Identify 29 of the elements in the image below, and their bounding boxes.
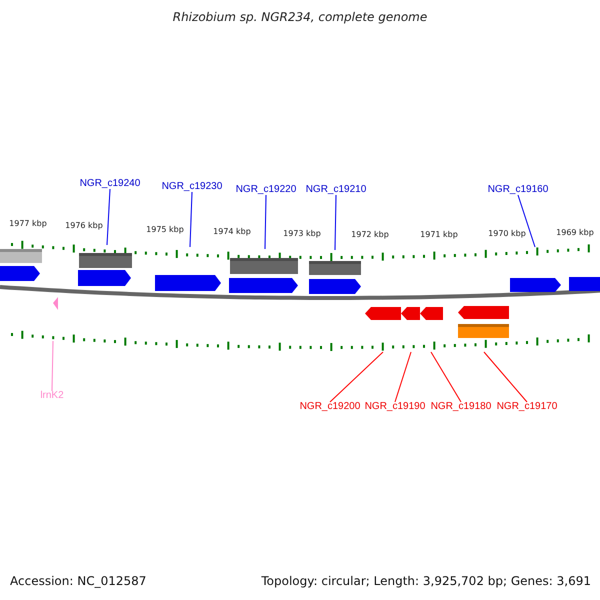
leader-line — [394, 352, 412, 402]
scale-label: 1975 kbp — [146, 226, 184, 234]
leader-line — [106, 188, 110, 246]
gene-label: NGR_c19180 — [430, 402, 492, 412]
leader-line — [430, 352, 462, 402]
gene-label: NGR_c19190 — [364, 402, 426, 412]
scale-ticks — [11, 240, 590, 261]
gene-label: NGR_c19220 — [236, 185, 296, 195]
leader-line — [52, 340, 54, 392]
gene-label: NGR_c19240 — [80, 179, 140, 189]
leader-line — [334, 194, 336, 250]
gene-label: lrnK2 — [40, 391, 64, 401]
leader-line — [518, 194, 536, 248]
leader-line — [330, 352, 384, 402]
scale-label: 1977 kbp — [9, 220, 47, 228]
gene-label: NGR_c19210 — [306, 185, 366, 195]
gene-label: NGR_c19230 — [162, 182, 222, 192]
scale-ticks — [11, 330, 590, 351]
title: Rhizobium sp. NGR234, complete genome — [172, 11, 428, 23]
gene-label: NGR_c19170 — [496, 402, 558, 412]
gene-label: NGR_c19200 — [300, 402, 360, 412]
leader-line — [264, 194, 266, 250]
footer-text: Topology: circular; Length: 3,925,702 bp; Genes: 3,691 — [261, 575, 591, 587]
gene-label: NGR_c19160 — [488, 185, 548, 195]
leader-line — [484, 352, 528, 402]
scale-label: 1976 kbp — [65, 222, 103, 230]
footer-text: Accession: NC_012587 — [10, 575, 146, 587]
leader-line — [190, 192, 192, 248]
scale-label: 1970 kbp — [488, 230, 526, 238]
